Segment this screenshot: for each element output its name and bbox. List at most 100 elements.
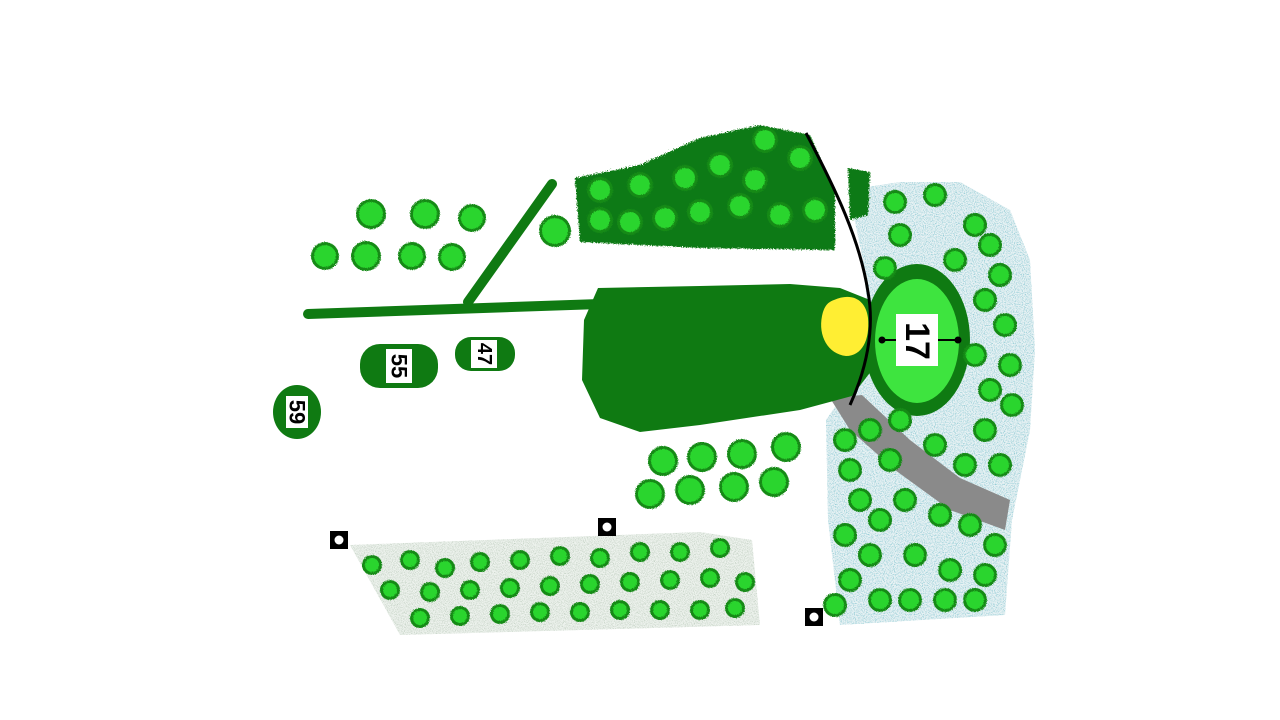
trees-layer	[311, 127, 1024, 628]
tree-icon	[848, 488, 872, 512]
tree-icon	[707, 152, 733, 178]
hazard-line	[804, 132, 872, 406]
tree-icon	[490, 604, 510, 624]
tree-icon	[351, 241, 381, 271]
tree-icon	[530, 602, 550, 622]
tee-lines	[303, 179, 605, 319]
tree-icon	[958, 513, 982, 537]
tree-icon	[873, 256, 897, 280]
tree-icon	[963, 213, 987, 237]
tree-icon	[888, 223, 912, 247]
tree-icon	[727, 439, 757, 469]
tree-icon	[458, 204, 486, 232]
tree-icon	[858, 543, 882, 567]
tree-icon	[356, 199, 386, 229]
tree-icon	[450, 606, 470, 626]
tree-icon	[620, 572, 640, 592]
tree-icon	[838, 568, 862, 592]
tree-icon	[787, 145, 813, 171]
tree-icon	[771, 432, 801, 462]
tree-icon	[650, 600, 670, 620]
tree-icon	[719, 472, 749, 502]
tree-icon	[648, 446, 678, 476]
tree-icon	[660, 570, 680, 590]
tree-icon	[435, 558, 455, 578]
tree-icon	[311, 242, 339, 270]
tree-icon	[470, 552, 490, 572]
tree-icon	[978, 378, 1002, 402]
tree-icon	[953, 453, 977, 477]
tree-icon	[938, 558, 962, 582]
tree-icon	[510, 550, 530, 570]
tree-icon	[903, 543, 927, 567]
tree-icon	[759, 467, 789, 497]
tree-icon	[627, 172, 653, 198]
tree-icon	[652, 205, 678, 231]
tree-icon	[933, 588, 957, 612]
tree-icon	[587, 207, 613, 233]
tree-icon	[923, 183, 947, 207]
tree-icon	[727, 193, 753, 219]
hole-number-flag: 17	[896, 314, 938, 366]
tree-icon	[735, 572, 755, 592]
tree-icon	[898, 588, 922, 612]
tree-icon	[858, 418, 882, 442]
tree-icon	[610, 600, 630, 620]
tree-icon	[400, 550, 420, 570]
tree-icon	[988, 263, 1012, 287]
tree-icon	[767, 202, 793, 228]
tree-icon	[398, 242, 426, 270]
tree-icon	[675, 475, 705, 505]
top-woods-patch	[575, 125, 870, 250]
tree-icon	[878, 448, 902, 472]
tree-icon	[963, 588, 987, 612]
tree-icon	[410, 608, 430, 628]
tree-icon	[690, 600, 710, 620]
tree-icon	[540, 576, 560, 596]
tree-icon	[672, 165, 698, 191]
tree-icon	[928, 503, 952, 527]
tree-icon	[687, 199, 713, 225]
out-of-bounds-stakes	[330, 518, 823, 626]
tree-icon	[700, 568, 720, 588]
tree-icon	[670, 542, 690, 562]
tree-icon	[963, 343, 987, 367]
tree-icon	[993, 313, 1017, 337]
tree-icon	[943, 248, 967, 272]
out-of-bounds-stake-icon	[330, 531, 348, 549]
tree-icon	[978, 233, 1002, 257]
hole-number-label: 17	[898, 322, 936, 360]
yardage-label: 55	[387, 354, 412, 378]
tree-icon	[438, 243, 466, 271]
tree-icon	[380, 580, 400, 600]
tree-icon	[868, 508, 892, 532]
bunker	[821, 296, 869, 356]
tree-icon	[973, 563, 997, 587]
tree-icon	[973, 418, 997, 442]
tree-icon	[570, 602, 590, 622]
tree-icon	[410, 199, 440, 229]
yardage-marker-47: 47	[455, 337, 515, 371]
tree-icon	[710, 538, 730, 558]
tree-icon	[893, 488, 917, 512]
tree-icon	[838, 458, 862, 482]
fairway	[582, 284, 880, 432]
tree-icon	[823, 593, 847, 617]
tree-icon	[888, 408, 912, 432]
tree-icon	[590, 548, 610, 568]
tree-icon	[635, 479, 665, 509]
tree-icon	[923, 433, 947, 457]
yardage-label: 59	[285, 400, 310, 424]
tree-icon	[983, 533, 1007, 557]
yardage-marker-55: 55	[360, 344, 438, 388]
tree-icon	[868, 588, 892, 612]
tree-icon	[883, 190, 907, 214]
out-of-bounds-stake-icon	[598, 518, 616, 536]
yardage-label: 47	[473, 343, 495, 365]
tree-icon	[752, 127, 778, 153]
tree-icon	[998, 353, 1022, 377]
tree-icon	[630, 542, 650, 562]
tree-icon	[580, 574, 600, 594]
out-of-bounds-stake-icon	[805, 608, 823, 626]
